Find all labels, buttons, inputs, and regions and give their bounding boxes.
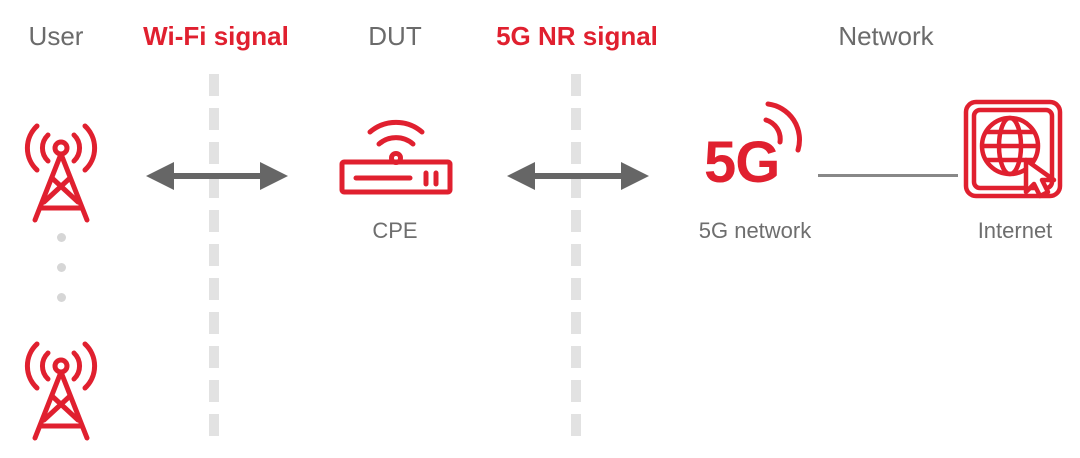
ellipsis-dot [57, 293, 66, 302]
tower-icon [24, 123, 98, 223]
cpe-label: CPE [372, 218, 418, 243]
tower-icon [24, 341, 98, 441]
5g-network-label: 5G network [698, 218, 812, 243]
router-icon [339, 119, 453, 195]
double-arrow-icon [146, 162, 288, 190]
header-user: User [28, 21, 84, 51]
separator-wifi [209, 74, 219, 442]
signal-waves-icon [763, 101, 802, 153]
separator-nr [571, 74, 581, 442]
header-5g-nr-signal: 5G NR signal [496, 21, 658, 51]
internet-label: Internet [977, 218, 1053, 243]
ellipsis-dot [57, 233, 66, 242]
header-dut: DUT [368, 21, 422, 51]
header-wifi-signal: Wi-Fi signal [143, 21, 289, 51]
ellipsis-dot [57, 263, 66, 272]
double-arrow-icon [507, 162, 649, 190]
header-network: Network [838, 21, 934, 51]
connection-line [818, 174, 958, 177]
5g-logo-icon: 5G [704, 130, 780, 195]
globe-cursor-icon [963, 99, 1063, 199]
